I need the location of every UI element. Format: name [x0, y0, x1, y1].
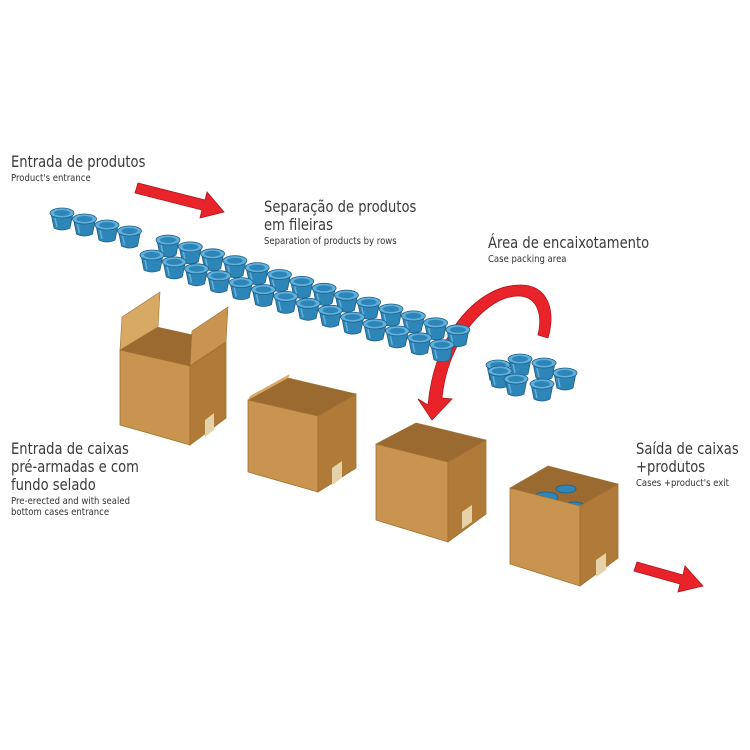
- cup-product-icon: [228, 276, 254, 301]
- cases-entrance-title-line2: pré-armadas e com: [11, 456, 139, 476]
- cases-entrance-title-line1: Entrada de caixas: [11, 439, 129, 458]
- cup-product-icon: [429, 339, 455, 363]
- cup-product-icon: [531, 357, 557, 381]
- cup-product-icon: [49, 207, 75, 231]
- cases-entrance-subtitle-line2: bottom cases entrance: [11, 506, 110, 518]
- cardboard-box-3: [375, 422, 487, 543]
- cup-product-icon: [384, 325, 410, 349]
- case-packing-subtitle: Case packing area: [488, 253, 567, 265]
- cup-product-icon: [295, 297, 321, 321]
- separation-title-line1: Separação de produtos: [264, 197, 417, 216]
- cup-product-icon: [116, 225, 143, 249]
- cardboard-box-1: [119, 291, 229, 446]
- cup-product-icon: [94, 219, 120, 243]
- cup-product-icon: [362, 318, 388, 342]
- cases-exit-subtitle: Cases +product's exit: [636, 477, 730, 489]
- cup-product-icon: [161, 256, 188, 280]
- entrance-arrow-icon: [134, 182, 225, 219]
- cup-product-icon: [250, 283, 277, 308]
- cases-exit-title-line2: +produtos: [636, 456, 706, 476]
- cases-entrance-title-line3: fundo selado: [11, 474, 96, 494]
- cup-product-icon: [317, 304, 344, 328]
- cup-product-icon: [71, 213, 98, 237]
- cases-exit-label: Saída de caixas +produtos Cases +product…: [636, 440, 750, 489]
- product-entrance-label: Entrada de produtos Product's entrance: [11, 153, 175, 184]
- separation-title-line2: em fileiras: [264, 214, 333, 234]
- cup-product-icon: [503, 373, 529, 397]
- cases-entrance-label: Entrada de caixas pré-armadas e com fund…: [11, 440, 167, 518]
- product-entrance-title: Entrada de produtos: [11, 152, 146, 171]
- cup-product-icon: [183, 263, 210, 287]
- case-packing-title: Área de encaixotamento: [488, 233, 650, 252]
- product-entrance-subtitle: Product's entrance: [11, 172, 91, 184]
- separation-subtitle: Separation of products by rows: [264, 235, 397, 247]
- cup-product-icon: [139, 249, 165, 273]
- cup-product-icon: [273, 290, 299, 315]
- cup-product-icon: [406, 332, 433, 356]
- cup-product-icon: [206, 270, 232, 294]
- cases-entrance-subtitle-line1: Pre-erected and with sealed: [11, 495, 130, 507]
- cup-product-icon: [552, 367, 578, 391]
- cup-product-icon: [529, 378, 555, 402]
- separation-label: Separação de produtos em fileiras Separa…: [264, 198, 450, 247]
- cardboard-box-2: [247, 374, 357, 493]
- exit-arrow-icon: [633, 561, 704, 593]
- case-packing-label: Área de encaixotamento Case packing area: [488, 234, 685, 265]
- cardboard-box-4-filled: [509, 465, 619, 587]
- cases-exit-title-line1: Saída de caixas: [636, 439, 739, 458]
- cup-product-icon: [340, 311, 366, 335]
